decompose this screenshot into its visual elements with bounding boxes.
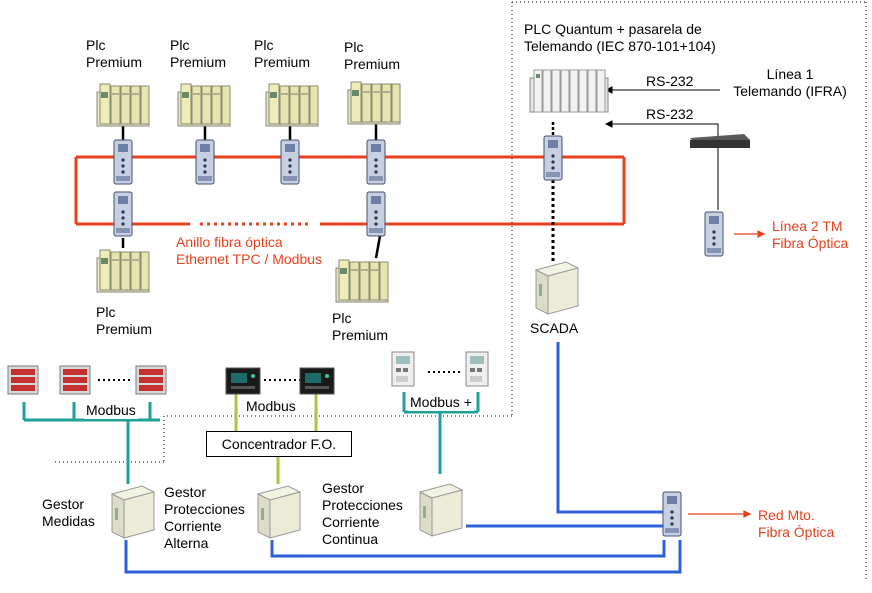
modbus-plus-label: Modbus + bbox=[408, 394, 474, 411]
ring-switch-5 bbox=[113, 191, 133, 237]
meter-3 bbox=[135, 365, 167, 395]
scada-server bbox=[535, 261, 579, 315]
rs232-label-top: RS-232 bbox=[646, 73, 694, 89]
ring-switch-1 bbox=[113, 139, 133, 185]
ring-switch-6 bbox=[366, 191, 386, 237]
device-dots bbox=[98, 371, 462, 381]
plc-premium-rack-4 bbox=[347, 81, 401, 125]
meter-1 bbox=[7, 365, 39, 395]
modbus-label-mid: Modbus bbox=[246, 398, 296, 414]
fiber-ring bbox=[74, 155, 626, 226]
gestor-alterna-server bbox=[257, 485, 301, 539]
dc-relay-2 bbox=[465, 351, 489, 387]
rs232-label-bottom: RS-232 bbox=[646, 106, 694, 122]
ring-switch-quantum bbox=[543, 135, 563, 181]
blue-links bbox=[124, 342, 682, 574]
concentrador-box: Concentrador F.O. bbox=[206, 431, 352, 457]
plc-premium-rack-3 bbox=[265, 83, 319, 127]
teal-bus bbox=[22, 392, 480, 484]
maintenance-switch bbox=[662, 491, 682, 537]
red-mto-label: Red Mto.Fibra Óptica bbox=[758, 507, 835, 540]
red-arrows bbox=[688, 230, 766, 518]
ring-switch-2 bbox=[195, 139, 215, 185]
plc-premium-rack-2 bbox=[177, 83, 231, 127]
ring-switch-3 bbox=[280, 139, 300, 185]
gestor-medidas-server bbox=[111, 485, 155, 539]
boundary-lines bbox=[52, 1, 867, 580]
green-bus bbox=[234, 394, 318, 484]
dc-relay-1 bbox=[391, 351, 415, 387]
modem-device bbox=[690, 134, 750, 148]
plc-quantum-rack bbox=[529, 69, 609, 113]
plc-premium-rack-1 bbox=[96, 83, 150, 127]
rs232-arrows bbox=[604, 86, 720, 210]
protection-display-2 bbox=[299, 367, 335, 395]
scada-label: SCADA bbox=[530, 320, 579, 336]
gestor-continua-server bbox=[419, 483, 463, 537]
modbus-label-left: Modbus bbox=[84, 402, 138, 419]
protection-display-1 bbox=[225, 367, 261, 395]
tm-fiber-switch bbox=[704, 211, 724, 257]
plc-links bbox=[121, 124, 382, 259]
ring-switch-4 bbox=[366, 139, 386, 185]
meter-2 bbox=[59, 365, 91, 395]
plc-premium-rack-6 bbox=[335, 259, 389, 303]
plc-premium-rack-5 bbox=[96, 249, 150, 293]
